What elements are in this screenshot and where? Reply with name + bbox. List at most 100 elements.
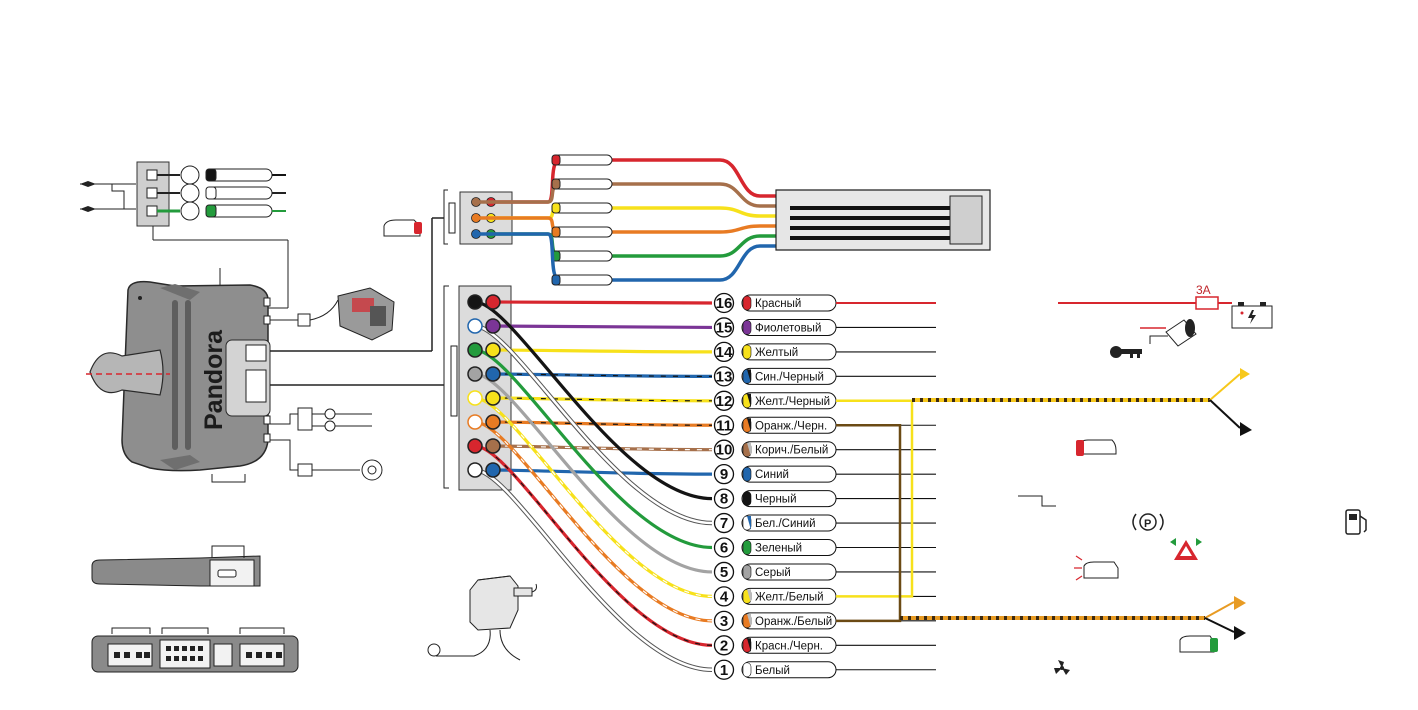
- main-connector-pin: [468, 319, 482, 333]
- pin-8: 8 Черный: [715, 489, 937, 508]
- parking-brake-icon: P: [1133, 514, 1163, 530]
- car-lights-icon: [1074, 556, 1118, 580]
- wire-label: Черный: [755, 494, 797, 506]
- wire-label: Желт./Черный: [755, 396, 830, 408]
- pin-10: 10 Корич./Белый: [715, 440, 937, 459]
- wire-label: Корич./Белый: [755, 445, 828, 457]
- pin-3: 3 Оранж./Белый: [715, 611, 937, 630]
- left-harness-wire-1: [206, 169, 286, 181]
- brand-logo: Pandora: [200, 329, 228, 430]
- pin-number: 10: [716, 442, 733, 459]
- main-connector-pin: [468, 295, 482, 309]
- wire-color-swatch: [743, 320, 751, 334]
- top-wire-sleeve: [554, 155, 612, 165]
- pin-7: 7 Бел./Синий: [715, 514, 937, 533]
- pin-number: 4: [720, 588, 729, 605]
- pin-1: 1Белый: [715, 660, 937, 679]
- top-connector: [444, 155, 990, 285]
- top-wire-orange: [476, 218, 776, 232]
- twisted-pair-bottom: [900, 596, 1246, 640]
- left-harness-wire-2: [206, 187, 286, 199]
- wire-color-swatch: [743, 541, 751, 555]
- pin-number: 16: [716, 295, 733, 312]
- top-wire-sleeve: [554, 275, 612, 285]
- pin-number: 9: [720, 466, 728, 483]
- pin-number: 8: [720, 491, 728, 508]
- remote-button-icon: [298, 288, 394, 340]
- temperature-sensor-icon: [298, 408, 372, 431]
- fan-icon: [1054, 660, 1070, 675]
- pin-number: 5: [720, 564, 728, 581]
- connector-strip-icon: [92, 628, 298, 672]
- main-wire-15: [493, 326, 712, 327]
- pin-number: 13: [716, 368, 733, 385]
- car-door-icon: [384, 220, 422, 236]
- pin-number: 1: [720, 662, 728, 679]
- wire-color-swatch: [743, 663, 751, 677]
- main-connector-pin: [468, 439, 482, 453]
- wire-color-swatch: [743, 565, 751, 579]
- main-wire-14: [493, 350, 712, 352]
- wire-label: Синий: [755, 469, 789, 481]
- car-green-icon: [1180, 636, 1218, 652]
- pin-number: 3: [720, 613, 728, 630]
- svg-text:P: P: [1144, 518, 1151, 530]
- twisted-pair-top: [912, 368, 1252, 436]
- main-connector-pin: [468, 415, 482, 429]
- main-connector-pin: [468, 367, 482, 381]
- pin-16: 16 Красный: [715, 294, 937, 313]
- hazard-warning-icon: [1170, 538, 1202, 560]
- ground-symbol: [1018, 496, 1056, 506]
- top-wire-sleeve: [554, 251, 612, 261]
- main-connector-pin: [486, 343, 500, 357]
- main-connector-pin: [486, 439, 500, 453]
- main-connector-pin: [468, 343, 482, 357]
- main-wire-9: [493, 470, 712, 474]
- ignition-key-icon: [1110, 346, 1142, 358]
- ground-ring-icon: [298, 460, 382, 480]
- pin-number: 15: [716, 319, 733, 336]
- pin-13: 13 Син./Черный: [715, 367, 937, 386]
- wire-label: Желт./Белый: [755, 591, 824, 603]
- car-trunk-icon: [1076, 440, 1116, 456]
- wire-color-swatch: [743, 345, 751, 359]
- wire-label: Серый: [755, 567, 791, 579]
- wire-label: Оранж./Белый: [755, 616, 832, 628]
- wire-color-swatch: [743, 492, 751, 506]
- wire-label: Син./Черный: [755, 371, 824, 383]
- battery-icon: [1232, 302, 1272, 328]
- fuel-icon: [1346, 510, 1366, 534]
- top-wire-sleeve: [554, 203, 612, 213]
- left-harness-wire-3: [206, 205, 286, 217]
- top-wire-sleeve-cap: [552, 179, 560, 189]
- top-wire-sleeve: [554, 227, 612, 237]
- wire-label: Оранж./Черн.: [755, 420, 827, 432]
- top-wire-sleeve: [554, 179, 612, 189]
- pin-number: 7: [720, 515, 728, 532]
- wire-label: Красный: [755, 298, 801, 310]
- main-connector-pin: [468, 463, 482, 477]
- main-unit: Pandora: [86, 218, 444, 482]
- main-connector-pin: [486, 415, 500, 429]
- top-wire-brown: [476, 184, 776, 206]
- main-connector-pin: [468, 391, 482, 405]
- top-wire-red: [491, 160, 776, 202]
- wire-label: Фиолетовый: [755, 322, 821, 334]
- main-connector-pin: [486, 367, 500, 381]
- wire-label: Бел./Синий: [755, 518, 816, 530]
- top-wire-sleeve-cap: [552, 227, 560, 237]
- wire-color-swatch: [743, 467, 751, 481]
- wire-color-swatch: [743, 296, 751, 310]
- wire-label: Красн./Черн.: [755, 640, 823, 652]
- main-connector-pin: [486, 319, 500, 333]
- top-wire-green: [491, 234, 776, 256]
- top-wire-sleeve-cap: [552, 203, 560, 213]
- pin-number: 6: [720, 540, 728, 557]
- main-wire-16: [493, 302, 712, 303]
